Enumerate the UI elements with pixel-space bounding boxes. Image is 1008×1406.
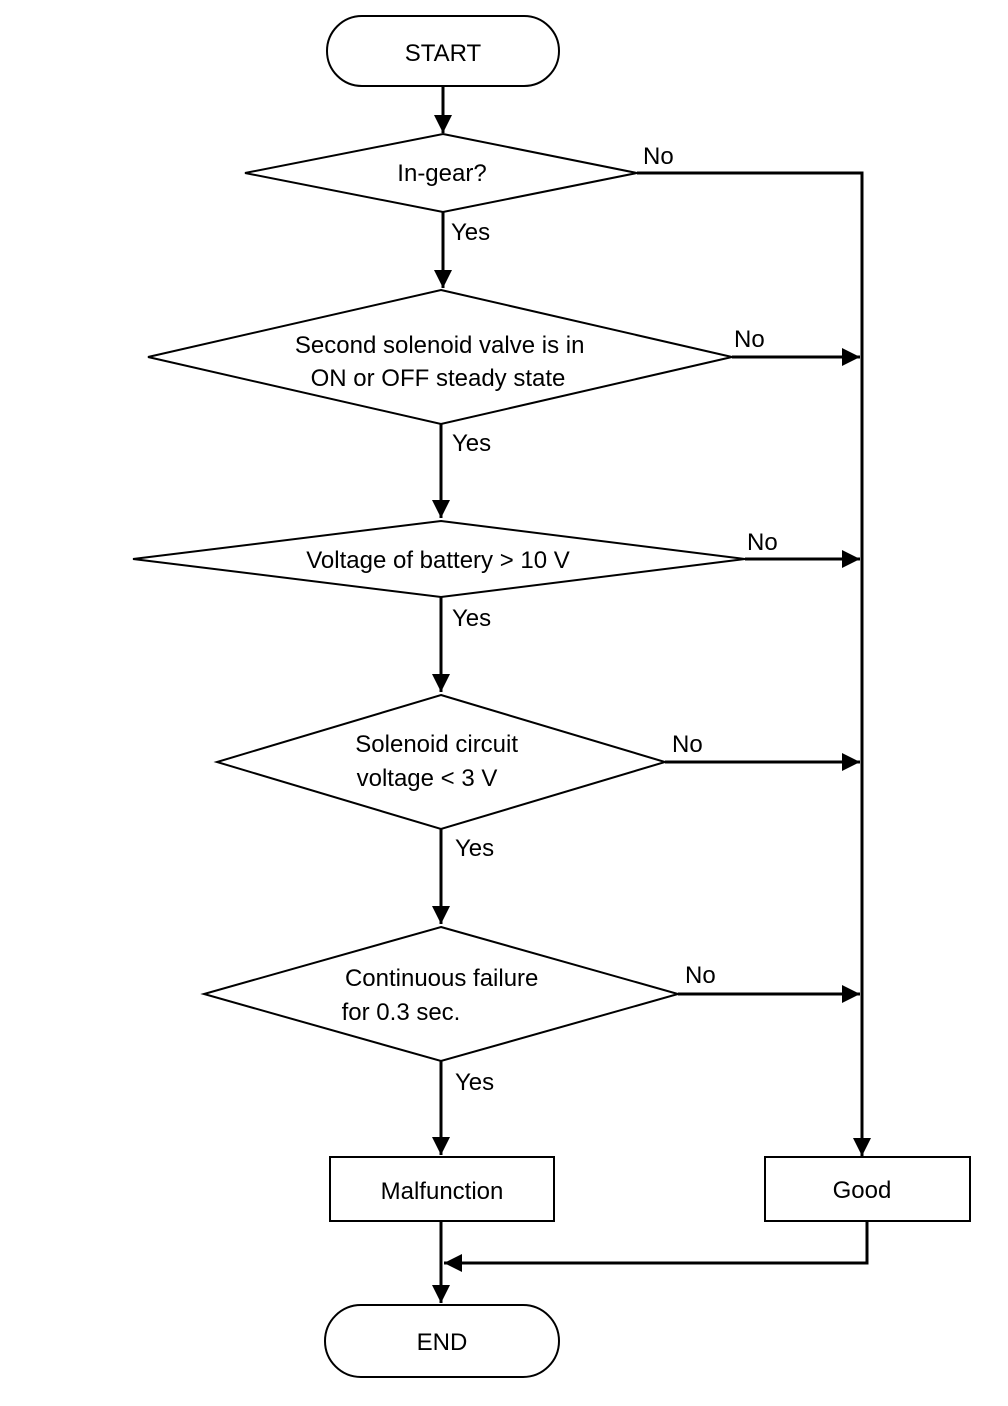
- start-label: START: [405, 40, 482, 67]
- decision-circuit-voltage-line-2: voltage < 3 V: [357, 765, 498, 792]
- decision-solenoid-state-label: Second solenoid valve is in ON or OFF st…: [295, 332, 591, 392]
- good-box: [764, 1156, 971, 1222]
- yes-label-4: Yes: [455, 835, 494, 862]
- connector-in-gear-no: [637, 171, 871, 1156]
- yes-label-1: Yes: [451, 219, 490, 246]
- connector-good-to-merge: [444, 1221, 869, 1272]
- yes-label-5: Yes: [455, 1069, 494, 1096]
- decision-continuous-failure-line-2: for 0.3 sec.: [342, 999, 461, 1026]
- decision-continuous-failure-line-1: Continuous failure: [345, 965, 538, 992]
- no-label-4: No: [672, 731, 703, 758]
- malfunction-label: Malfunction: [381, 1178, 504, 1205]
- no-label-3: No: [747, 529, 778, 556]
- decision-continuous-failure-label: Continuous failure for 0.3 sec.: [342, 965, 545, 1026]
- decision-circuit-voltage-label: Solenoid circuit voltage < 3 V: [355, 731, 524, 792]
- decision-solenoid-state-line-1: Second solenoid valve is in: [295, 332, 585, 359]
- decision-continuous-failure: [200, 925, 682, 1063]
- yes-label-2: Yes: [452, 430, 491, 457]
- yes-label-3: Yes: [452, 605, 491, 632]
- decision-solenoid-state-line-2: ON or OFF steady state: [311, 365, 566, 392]
- end-terminal: [324, 1304, 560, 1378]
- decision-battery-voltage-label: Voltage of battery > 10 V: [306, 547, 570, 574]
- decision-circuit-voltage-line-1: Solenoid circuit: [355, 731, 518, 758]
- decision-in-gear-label: In-gear?: [397, 160, 486, 187]
- malfunction-box: [329, 1156, 555, 1222]
- no-label-1: No: [643, 143, 674, 170]
- no-label-2: No: [734, 326, 765, 353]
- good-label: Good: [833, 1177, 892, 1204]
- no-label-5: No: [685, 962, 716, 989]
- end-label: END: [417, 1329, 468, 1356]
- decision-circuit-voltage: [213, 693, 669, 831]
